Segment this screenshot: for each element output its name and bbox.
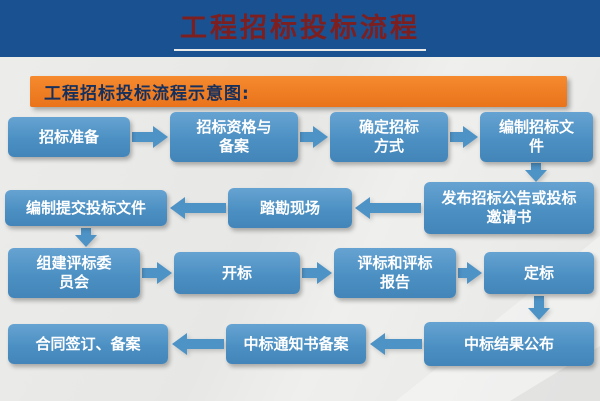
arrow-right-icon	[132, 126, 168, 148]
node-contract-signing-filing: 合同签订、备案	[8, 324, 168, 364]
arrow-right-icon	[302, 262, 332, 284]
node-determine-bid-method: 确定招标 方式	[330, 112, 448, 162]
arrow-left-icon	[370, 333, 422, 355]
node-award-notice-filing: 中标通知书备案	[226, 324, 366, 364]
arrow-down-icon	[528, 296, 550, 320]
arrow-right-icon	[450, 126, 478, 148]
arrow-right-icon	[458, 262, 482, 284]
node-award-result-announcement: 中标结果公布	[424, 322, 594, 366]
header-bar: 工程招标投标流程	[0, 0, 600, 57]
node-prepare-submit-tender-documents: 编制提交投标文件	[5, 190, 167, 226]
diagram-subtitle-banner: 工程招标投标流程示意图:	[30, 76, 567, 107]
arrow-down-icon	[75, 228, 97, 247]
flowchart-canvas: 工程招标投标流程示意图: 招标准备 招标资格与 备案 确定招标 方式 编制招标文…	[0, 57, 600, 401]
page-title: 工程招标投标流程	[174, 6, 426, 51]
arrow-down-icon	[525, 163, 547, 182]
arrow-right-icon	[300, 126, 328, 148]
node-bid-opening: 开标	[174, 252, 300, 294]
node-evaluation-report: 评标和评标 报告	[334, 248, 456, 298]
arrow-left-icon	[172, 333, 224, 355]
node-form-evaluation-committee: 组建评标委 员会	[8, 248, 140, 298]
node-award-decision: 定标	[484, 252, 594, 294]
node-bid-qualification-filing: 招标资格与 备案	[170, 112, 298, 162]
node-prepare-bid-documents: 编制招标文 件	[480, 112, 593, 162]
arrow-right-icon	[142, 262, 172, 284]
arrow-left-icon	[355, 197, 421, 219]
node-bid-preparation: 招标准备	[8, 117, 130, 157]
node-site-survey: 踏勘现场	[228, 188, 352, 228]
node-publish-announcement-invitation: 发布招标公告或投标 邀请书	[424, 182, 594, 234]
diagram-subtitle: 工程招标投标流程示意图:	[44, 84, 250, 104]
arrow-left-icon	[170, 197, 226, 219]
